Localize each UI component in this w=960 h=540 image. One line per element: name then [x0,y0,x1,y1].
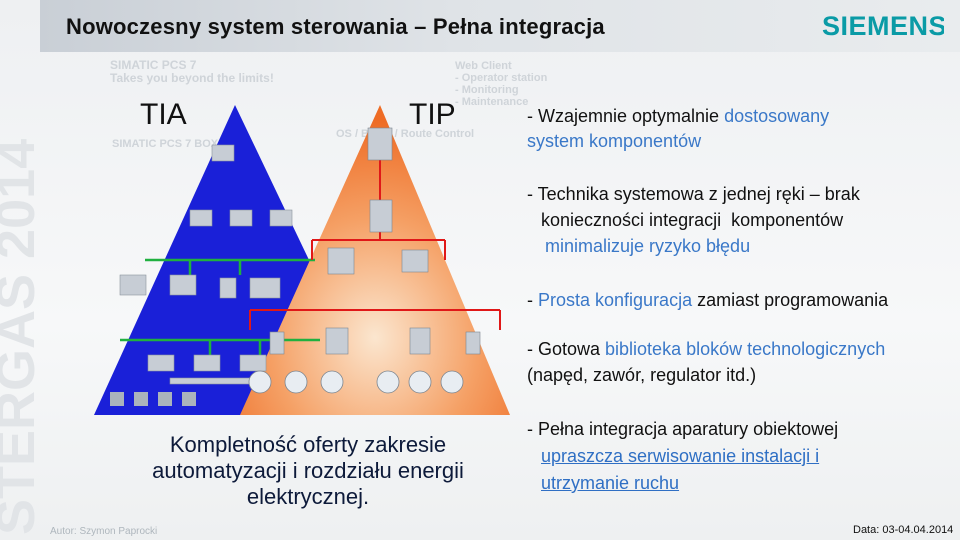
siemens-logo: SIEMENS [822,11,944,40]
bullet-text: konieczności integracji [541,210,722,230]
tia-network [120,258,320,355]
watermark-stergas: STERGAS 2014 [0,139,42,535]
bullet-2: - Technika systemowa z jednej ręki – bra… [527,184,860,204]
bullet-4-cont: (napęd, zawór, regulator itd.) [527,365,757,385]
tia-bottom-devices [110,392,196,406]
bullet-text: komponentów [731,210,844,230]
bullet-5: - Pełna integracja aparatury obiektowej [527,419,839,439]
ghost-text: - Maintenance [455,96,529,108]
pyramid-caption: Kompletność oferty zakresie automatyzacj… [152,432,464,509]
bullet-text: - Gotowa [527,339,606,359]
tia-tip-pyramid [94,105,510,415]
slide-title: Nowoczesny system sterowania – Pełna int… [66,14,605,39]
title-bar [40,0,960,52]
svg-text:SIEMENS: SIEMENS [822,11,944,40]
tip-devices [269,127,481,355]
ghost-text: SIMATIC PCS 7 BOX [112,138,219,150]
svg-text:STERGAS 2014: STERGAS 2014 [0,139,42,535]
bullet-5-link-1[interactable]: upraszcza serwisowanie instalacji i [541,446,820,466]
tip-bulbs [248,370,464,394]
tip-triangle [240,105,510,415]
bullet-2-cont: konieczności integracji komponentów [541,208,843,233]
bullet-highlight: biblioteka bloków technologicznych [605,339,886,359]
tia-devices [119,144,293,385]
ghost-text: - Monitoring [455,84,519,96]
bullet-text: - Wzajemnie optymalnie [527,106,725,126]
tip-label: TIP [409,98,456,131]
bullet-text: - [527,290,538,310]
bullet-text: zamiast programowania [692,290,889,310]
tia-label: TIA [140,98,187,131]
bullet-1: - Wzajemnie optymalnie dostosowany [527,104,829,129]
author-text: Autor: Szymon Paprocki [50,526,158,537]
bullet-1-cont: system komponentów [527,131,702,151]
bullet-3: - Prosta konfiguracja zamiast programowa… [527,288,888,313]
bullet-highlight: dostosowany [724,106,830,126]
bullet-2-highlight: minimalizuje ryzyko błędu [545,236,751,256]
ghost-text: SIMATIC PCS 7 [110,58,197,72]
ghost-text: - Operator station [455,72,548,84]
ghost-text: Takes you beyond the limits! [110,71,274,85]
bullet-5-link-2[interactable]: utrzymanie ruchu [541,473,680,493]
ghost-text: Web Client [455,60,512,72]
tip-network [249,160,501,330]
bullet-highlight: Prosta konfiguracja [538,290,693,310]
bullet-4: - Gotowa biblioteka bloków technologiczn… [527,337,885,362]
date-text: Data: 03-04.04.2014 [853,524,954,536]
